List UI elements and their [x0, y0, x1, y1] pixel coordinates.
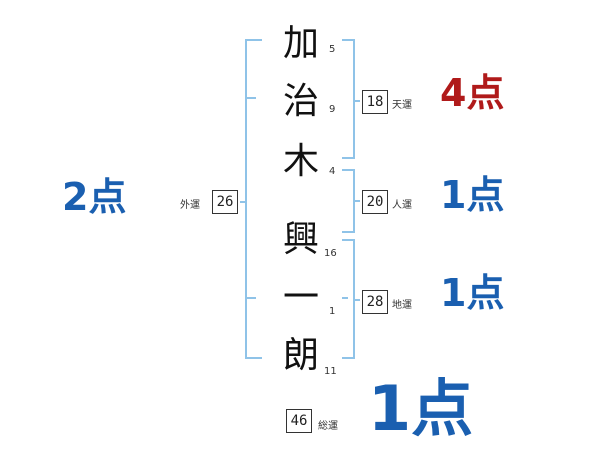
- tenun-value-box: 18: [362, 90, 388, 114]
- tenun-bracket: [342, 39, 355, 159]
- name-char-6: 朗: [282, 335, 319, 376]
- tenun-label: 天運: [392, 100, 412, 111]
- jinun-value-box: 20: [362, 190, 388, 214]
- stroke-count-2: 9: [329, 104, 336, 115]
- chiun-score: 1点: [440, 271, 505, 315]
- name-char-3: 木: [282, 141, 319, 182]
- gaiun-bracket: [245, 39, 262, 359]
- souun-value-box: 46: [286, 409, 312, 433]
- stroke-count-6: 11: [324, 366, 337, 377]
- stroke-count-4: 16: [324, 248, 337, 259]
- souun-label: 総運: [318, 421, 338, 432]
- gaiun-label: 外運: [180, 200, 200, 211]
- stroke-count-3: 4: [329, 166, 336, 177]
- tenun-score: 4点: [440, 71, 505, 115]
- gaiun-score: 2点: [62, 175, 127, 219]
- name-char-1: 加: [282, 23, 319, 64]
- name-char-5: 一: [282, 277, 319, 318]
- jinun-label: 人運: [392, 200, 412, 211]
- stroke-count-5: 1: [329, 306, 336, 317]
- name-char-4: 興: [282, 219, 319, 260]
- souun-score: 1点: [368, 372, 474, 445]
- jinun-score: 1点: [440, 173, 505, 217]
- chiun-label: 地運: [392, 300, 412, 311]
- name-char-2: 治: [282, 81, 319, 122]
- stroke-count-1: 5: [329, 44, 336, 55]
- jinun-bracket: [342, 169, 355, 233]
- gaiun-value-box: 26: [212, 190, 238, 214]
- chiun-value-box: 28: [362, 290, 388, 314]
